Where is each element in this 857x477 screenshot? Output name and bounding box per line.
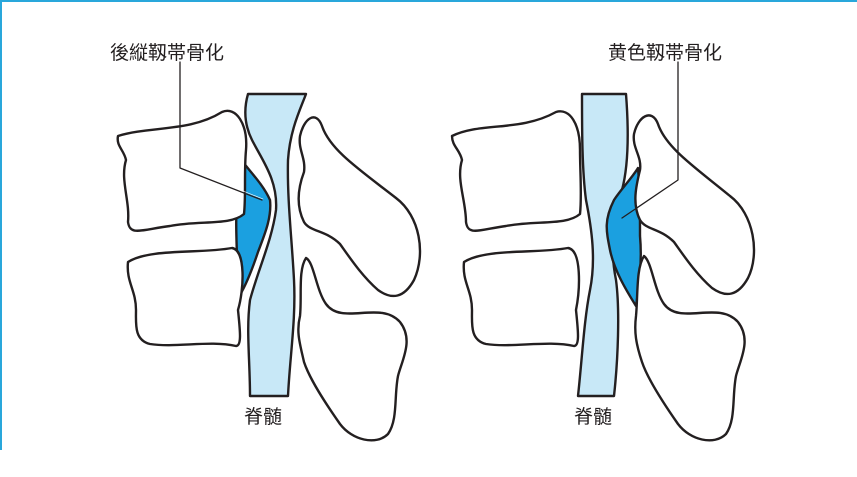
left-cord-label: 脊髄 [244, 408, 282, 427]
right-ligament-label: 黄色靱帯骨化 [608, 44, 722, 63]
left-vertebra-upper [118, 111, 247, 231]
right-lamina-upper [634, 115, 754, 294]
right-cord-label: 脊髄 [574, 408, 612, 427]
right-panel [452, 62, 754, 440]
left-lamina-upper [299, 117, 420, 296]
left-panel [118, 62, 420, 440]
left-vertebra-lower [128, 248, 243, 346]
left-ligament-label: 後縦靱帯骨化 [110, 44, 224, 63]
right-vertebra-upper [452, 111, 581, 230]
right-vertebra-lower [464, 248, 579, 346]
